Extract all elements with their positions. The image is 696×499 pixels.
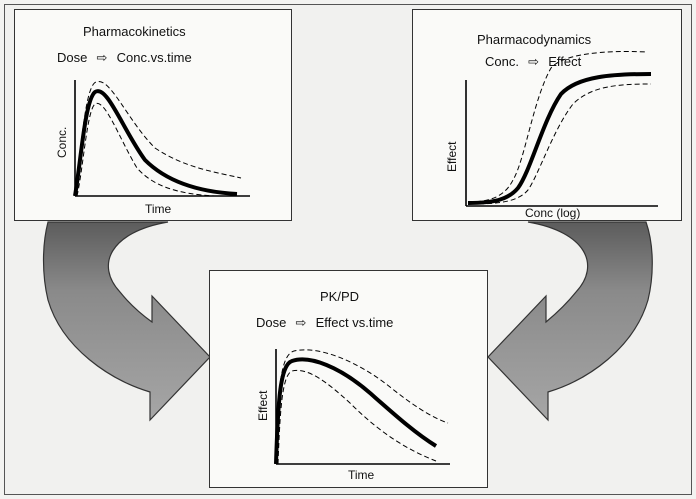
pd-panel: Pharmacodynamics Conc. ⇨ Effect Effect C…	[412, 9, 682, 221]
pd-title: Pharmacodynamics	[477, 32, 592, 47]
pd-plot	[465, 51, 658, 207]
right-hollow-arrow-icon: ⇨	[96, 50, 108, 65]
pkpd-formula-right: Effect vs.time	[315, 315, 394, 330]
pd-lower-bound	[470, 83, 652, 205]
pk-formula: Dose ⇨ Conc.vs.time	[57, 50, 192, 66]
pkpd-lower-bound	[277, 369, 437, 465]
pk-plot	[73, 80, 250, 197]
pd-formula: Conc. ⇨ Effect	[485, 54, 581, 70]
pk-panel: Pharmacokinetics Dose ⇨ Conc.vs.time Con…	[14, 9, 292, 221]
curved-arrow-right-icon	[487, 221, 653, 422]
pkpd-upper-bound	[275, 349, 449, 462]
pk-x-label: Time	[145, 202, 172, 216]
pkpd-plot	[274, 349, 450, 465]
pk-mean-curve	[73, 89, 238, 197]
pd-formula-left: Conc.	[485, 54, 519, 69]
pkpd-mean-curve	[274, 357, 438, 465]
pk-formula-left: Dose	[57, 50, 88, 65]
pk-title: Pharmacokinetics	[83, 24, 186, 39]
pd-mean-curve	[467, 72, 652, 205]
right-hollow-arrow-icon: ⇨	[295, 315, 307, 330]
pk-upper-bound	[74, 81, 242, 197]
curved-arrow-left-icon	[42, 221, 211, 422]
pd-upper-bound	[467, 51, 648, 203]
pkpd-x-label: Time	[348, 468, 375, 482]
pkpd-panel: PK/PD Dose ⇨ Effect vs.time Effect Time	[209, 270, 488, 488]
pkpd-formula-left: Dose	[256, 315, 287, 330]
pk-formula-right: Conc.vs.time	[116, 50, 192, 65]
pd-x-label: Conc (log)	[525, 206, 581, 220]
pkpd-title: PK/PD	[320, 289, 360, 304]
pd-formula-right: Effect	[548, 54, 582, 69]
pk-y-label: Conc.	[55, 126, 69, 158]
pkpd-y-label: Effect	[256, 390, 270, 421]
pkpd-formula: Dose ⇨ Effect vs.time	[256, 315, 393, 331]
pd-y-label: Effect	[445, 141, 459, 172]
right-hollow-arrow-icon: ⇨	[528, 54, 540, 69]
pk-lower-bound	[76, 103, 216, 197]
